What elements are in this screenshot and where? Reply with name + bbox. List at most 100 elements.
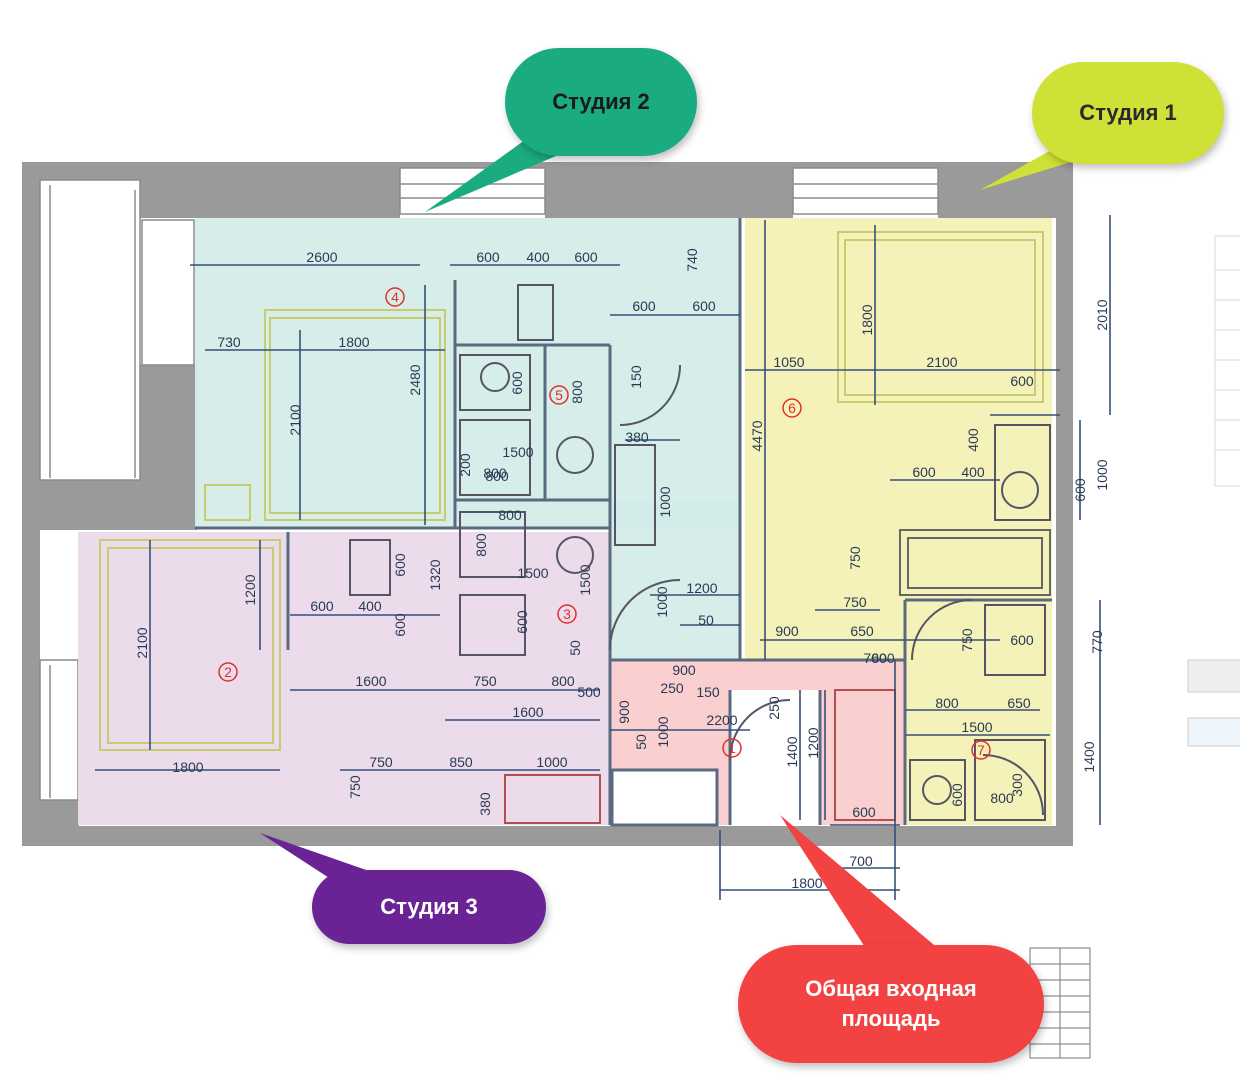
dimension-label: 600 [632,298,656,314]
dimension-label: 1200 [242,574,258,605]
dimension-label: 1200 [686,580,717,596]
dimension-label: 600 [310,598,334,614]
dimension-label: 800 [990,790,1014,806]
dimension-label: 2100 [134,627,150,658]
dimension-label: 400 [965,428,981,452]
room-number: 7 [977,742,985,758]
dimension-label: 740 [684,248,700,272]
dimension-label: 750 [843,594,867,610]
dimension-lines [95,215,1111,900]
studio1-callout: Студия 1 [1032,62,1224,164]
dimension-label: 2200 [706,712,737,728]
room-number: 1 [728,740,736,756]
dimension-label: 1320 [427,559,443,590]
dimension-label: 400 [526,249,550,265]
room-number-marker [557,604,577,624]
dimension-label: 400 [961,464,985,480]
dimension-label: 600 [852,804,876,820]
dimension-label: 650 [1007,695,1031,711]
dimension-label: 750 [369,754,393,770]
room-number: 6 [788,400,796,416]
dimension-label: 1600 [355,673,386,689]
dimension-label: 2600 [306,249,337,265]
dimension-label: 1000 [657,486,673,517]
dimension-label: 600 [392,613,408,637]
dimension-label: 850 [449,754,473,770]
dimension-label: 800 [473,533,489,557]
room-number-marker [218,662,238,682]
dimension-label: 2100 [926,354,957,370]
dimension-label: 600 [574,249,598,265]
dimension-label: 600 [476,249,500,265]
room-number: 4 [391,289,399,305]
dimension-label: 600 [1010,373,1034,389]
dimension-label: 1200 [805,727,821,758]
dimension-label: 50 [698,612,714,628]
dimension-label: 900 [672,662,696,678]
dimension-label: 700 [863,650,887,666]
common-label-line2: площадь [841,1006,941,1031]
studio2-label: Студия 2 [552,89,650,115]
dimension-label: 250 [766,696,782,720]
dimension-label: 50 [633,734,649,750]
dimension-label: 750 [347,775,363,799]
dimension-label: 1500 [961,719,992,735]
dimension-label: 750 [473,673,497,689]
dimension-label: 770 [1089,630,1105,654]
dimension-label: 900 [775,623,799,639]
dimension-label: 150 [628,365,644,389]
dimension-label: 380 [625,429,649,445]
studio3-callout: Студия 3 [312,870,546,944]
dimension-label: 800 [935,695,959,711]
studio2-pointer [425,140,570,212]
studio2-callout: Студия 2 [505,48,697,156]
common-label-line1: Общая входная [805,976,977,1002]
dimension-label: 600 [871,650,895,666]
dimension-label: 4470 [749,420,765,451]
room-number-marker [722,738,742,758]
dimension-label: 800 [485,468,509,484]
dimension-label: 800 [483,465,507,481]
dimension-label: 750 [959,628,975,652]
dimension-label: 300 [1009,773,1025,797]
dimension-label: 1600 [512,704,543,720]
dimension-label: 200 [457,453,473,477]
dimension-label: 600 [912,464,936,480]
dimension-label: 1800 [791,875,822,891]
common-entrance-callout: Общая входная площадь [738,945,1044,1063]
title-block [1029,947,1091,1059]
dimension-label: 1800 [338,334,369,350]
dimension-label: 50 [567,640,583,656]
dimension-label: 600 [1010,632,1034,648]
dimension-label: 1400 [1081,741,1097,772]
legend-table [1187,235,1240,747]
dimension-label: 600 [509,371,525,395]
dimension-label: 1400 [784,736,800,767]
dimension-label: 1000 [654,586,670,617]
dimension-label: 600 [692,298,716,314]
studio3-label: Студия 3 [380,894,478,920]
dimension-label: 2480 [407,364,423,395]
dimension-label: 400 [358,598,382,614]
dimension-label: 800 [551,673,575,689]
zone-studio-3 [78,532,610,825]
room-number-marker [549,385,569,405]
furniture [99,231,1051,824]
dimension-label: 1000 [1094,459,1110,490]
dimension-label: 800 [569,380,585,404]
dimension-label: 600 [1072,478,1088,502]
dimension-label: 600 [514,610,530,634]
room-number: 5 [555,387,563,403]
room-number: 2 [224,664,232,680]
dimension-label: 1800 [859,304,875,335]
common-pointer [780,815,940,955]
dimension-label: 730 [217,334,241,350]
dimension-label: 800 [498,507,522,523]
dimension-label: 500 [577,684,601,700]
dimension-label: 1500 [502,444,533,460]
dimension-label: 1000 [655,716,671,747]
dimension-label: 650 [850,623,874,639]
dimension-label: 2100 [287,404,303,435]
